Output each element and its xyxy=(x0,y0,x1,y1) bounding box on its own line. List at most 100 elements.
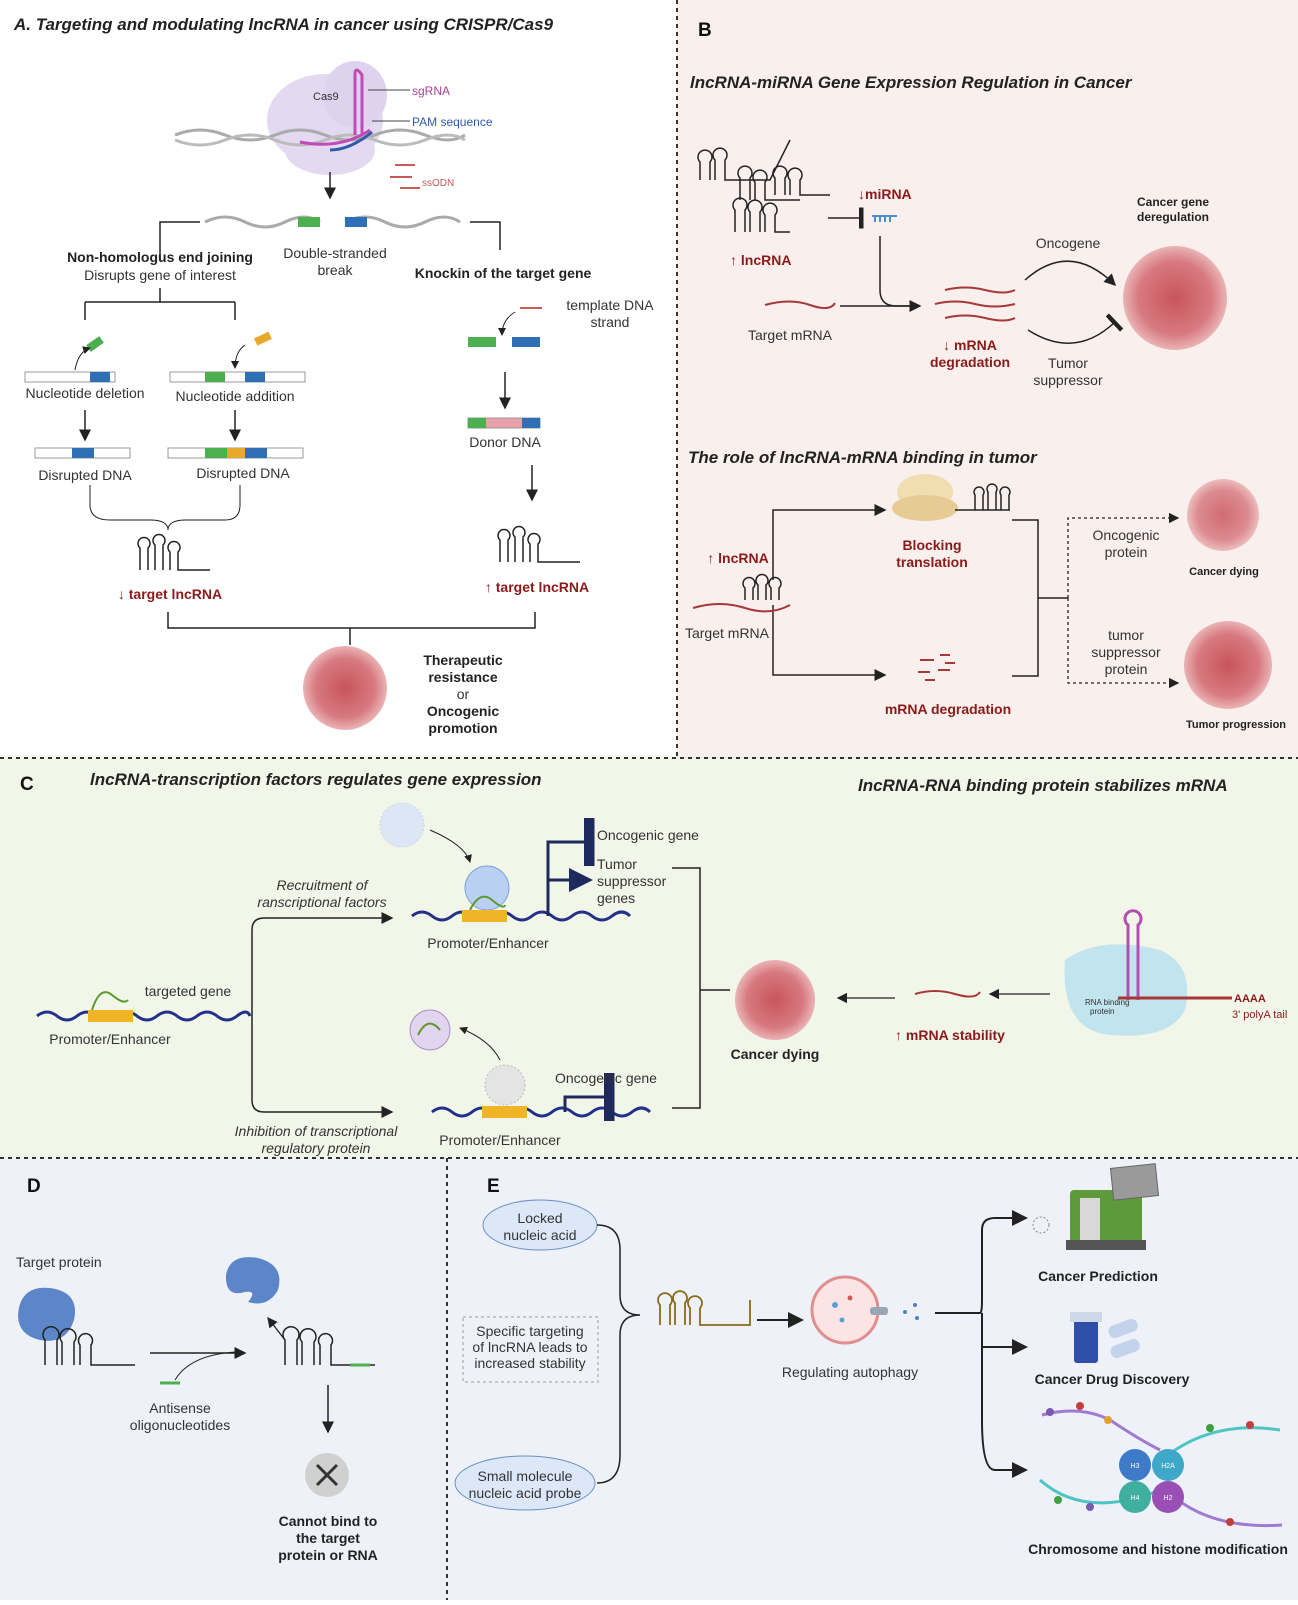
aaaa-label: AAAA xyxy=(1234,993,1266,1005)
cannot-label-1: Cannot bind to xyxy=(279,1513,378,1529)
ts-genes-label-3: genes xyxy=(597,890,635,906)
target-mrna-icon-2 xyxy=(692,603,791,613)
histone-label-h2a: H2A xyxy=(1161,1463,1175,1470)
nhej-subtitle: Disrupts gene of interest xyxy=(84,267,236,283)
down-target-label: ↓ target lncRNA xyxy=(118,586,222,602)
disrupted-label-2: Disrupted DNA xyxy=(196,465,290,481)
template-label-1: template DNA xyxy=(566,297,654,313)
panel-e-letter: E xyxy=(487,1176,500,1197)
panel-b-bg xyxy=(677,0,1298,758)
cancer-dereg-label-2: deregulation xyxy=(1137,210,1209,224)
added-fragment xyxy=(253,331,272,346)
pam-icon xyxy=(329,130,373,152)
released-protein-icon xyxy=(225,1257,280,1304)
ts-genes-label-2: suppressor xyxy=(597,873,667,889)
autophagy-label: Regulating autophagy xyxy=(782,1364,918,1380)
up-target-label: ↑ target lncRNA xyxy=(485,579,589,595)
ssodn-label: ssODN xyxy=(422,178,454,189)
outcome-2: resistance xyxy=(428,669,497,685)
panel-c-title-2: lncRNA-RNA binding protein stabilizes mR… xyxy=(858,776,1228,795)
chromosome-label: Chromosome and histone modification xyxy=(1028,1541,1288,1557)
panel-c-letter: C xyxy=(20,774,34,795)
panel-b-letter: B xyxy=(698,20,712,41)
tumor-icon-b2 xyxy=(1187,479,1259,551)
tf-bound-icon xyxy=(464,865,510,911)
nhej-title: Non-homologus end joining xyxy=(67,249,253,265)
disrupted-label-1: Disrupted DNA xyxy=(38,467,132,483)
antisense-label-2: oligonucleotides xyxy=(130,1417,230,1433)
panel-d-bg xyxy=(0,1158,447,1600)
tumor-supp-label-2: suppressor xyxy=(1033,372,1103,388)
promoter-label-left: Promoter/Enhancer xyxy=(49,1031,171,1047)
panel-e: E Locked nucleic acid Specific targeting… xyxy=(454,1163,1288,1557)
promoter-label-bottom: Promoter/Enhancer xyxy=(439,1132,561,1148)
specific-label-2: of lncRNA leads to xyxy=(472,1339,587,1355)
cas9-label: Cas9 xyxy=(313,91,339,103)
addition-dna xyxy=(169,371,306,383)
cannot-label-3: protein or RNA xyxy=(278,1547,378,1563)
inhibition-label-2: regulatory protein xyxy=(262,1140,371,1156)
mirna-icon xyxy=(872,215,897,222)
cannot-label-2: the target xyxy=(296,1530,360,1546)
sgrna-label: sgRNA xyxy=(412,84,450,98)
deletion-label: Nucleotide deletion xyxy=(25,385,144,401)
panel-b-title-2: The role of lncRNA-mRNA binding in tumor xyxy=(688,448,1038,467)
lncrna-green-icon xyxy=(91,991,129,1011)
outcome-3: or xyxy=(457,686,470,702)
panel-c-title-1: lncRNA-transcription factors regulates g… xyxy=(90,770,542,789)
drug-bottle-icon xyxy=(1070,1312,1140,1363)
targeted-gene-label: targeted gene xyxy=(145,983,232,999)
autophagy-icon xyxy=(810,1275,880,1345)
outcome-4: Oncogenic xyxy=(427,703,500,719)
knockin-dna-right xyxy=(512,337,540,347)
sequencer-icon xyxy=(1066,1163,1160,1250)
oncogenic-protein-label-2: protein xyxy=(1105,544,1148,560)
specific-label-1: Specific targeting xyxy=(476,1323,583,1339)
tumor-icon-c xyxy=(735,960,815,1040)
drug-label: Cancer Drug Discovery xyxy=(1035,1371,1190,1387)
lncrna-bound-icon xyxy=(42,1325,135,1366)
panel-b-title-1: lncRNA-miRNA Gene Expression Regulation … xyxy=(690,73,1133,92)
recruitment-label-2: ranscriptional factors xyxy=(257,894,386,910)
degraded-mrna-icon xyxy=(918,654,955,681)
donor-label: Donor DNA xyxy=(469,434,541,450)
promoter-label-top: Promoter/Enhancer xyxy=(427,935,549,951)
cancer-dereg-label-1: Cancer gene xyxy=(1137,195,1209,209)
histone-h3 xyxy=(1119,1449,1151,1481)
lncrna-up-label: ↑ lncRNA xyxy=(730,252,791,268)
specific-label-3: increased stability xyxy=(474,1355,585,1371)
small-molecule-label-2: nucleic acid probe xyxy=(469,1485,582,1501)
lncrna-free-icon xyxy=(282,1325,375,1366)
panel-b: B lncRNA-miRNA Gene Expression Regulatio… xyxy=(685,20,1286,731)
tf-released-icon xyxy=(484,1064,526,1106)
histone-h2a xyxy=(1152,1449,1184,1481)
tumor-progression-label: Tumor progression xyxy=(1186,719,1286,731)
oncogene-arrow xyxy=(1024,260,1117,287)
tf-faded-icon xyxy=(379,802,425,848)
oncogene-label: Oncogene xyxy=(1036,235,1101,251)
inhibition-label-1: Inhibition of transcriptional xyxy=(235,1123,399,1139)
pam-label: PAM sequence xyxy=(412,115,493,129)
dsb-label-1: Double-stranded xyxy=(283,245,387,261)
oncogenic-gene-label-top: Oncogenic gene xyxy=(597,827,699,843)
deletion-dna xyxy=(24,371,116,383)
small-molecule-label-1: Small molecule xyxy=(478,1468,573,1484)
mirna-label: ↓miRNA xyxy=(858,186,912,202)
sgrna-icon xyxy=(353,68,364,135)
polya-label: 3' polyA tail xyxy=(1232,1009,1287,1021)
mrna-stability-label: ↑ mRNA stability xyxy=(895,1027,1005,1043)
addition-label: Nucleotide addition xyxy=(175,388,294,404)
template-label-2: strand xyxy=(591,314,630,330)
prediction-label: Cancer Prediction xyxy=(1038,1268,1158,1284)
tumor-supp-label-1: Tumor xyxy=(1048,355,1088,371)
histone-h2 xyxy=(1152,1481,1184,1513)
outcome-1: Therapeutic xyxy=(423,652,503,668)
suppressor-arrow xyxy=(1027,313,1124,344)
target-dna xyxy=(174,128,466,142)
rbp-lncrna-icon xyxy=(1123,909,1143,1000)
specific-box xyxy=(462,1316,599,1383)
ts-genes-label-1: Tumor xyxy=(597,856,637,872)
recruitment-label-1: Recruitment of xyxy=(276,877,369,893)
target-protein-icon xyxy=(18,1287,75,1341)
